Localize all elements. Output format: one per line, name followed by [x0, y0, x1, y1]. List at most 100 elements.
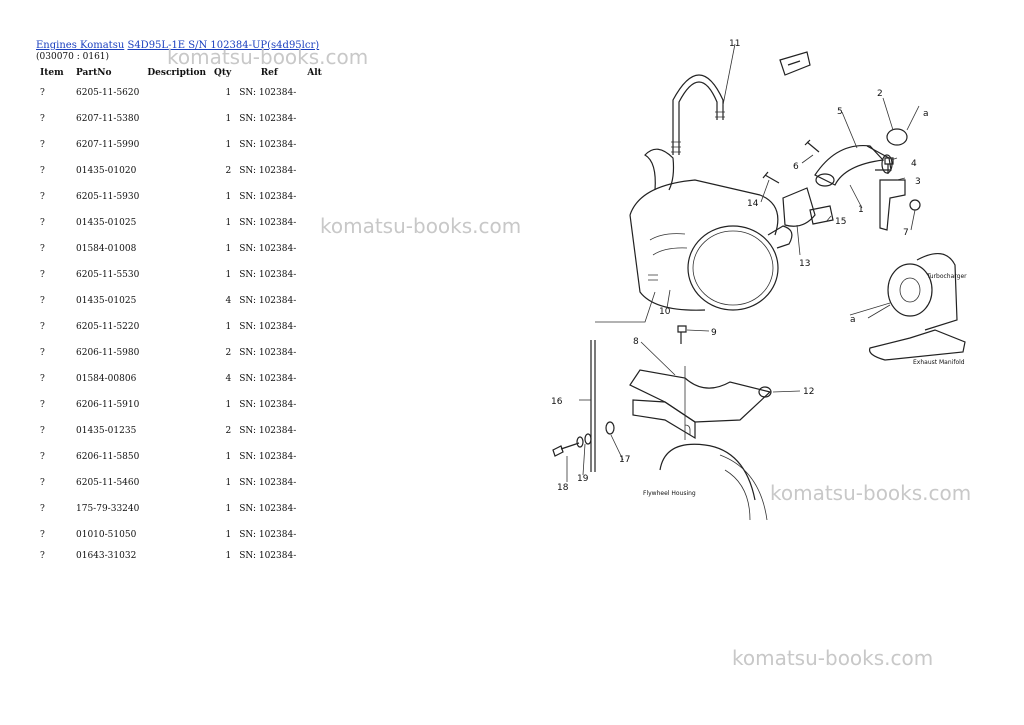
cell-ref: SN: 102384- — [239, 452, 297, 462]
cell-partno: 01584-00806 — [76, 374, 137, 384]
cell-ref: SN: 102384- — [239, 218, 297, 228]
header-ref: Ref — [260, 68, 278, 78]
cell-qty: 1 — [225, 270, 232, 280]
header-partno: PartNo — [76, 68, 112, 78]
cell-partno: 6206-11-5980 — [76, 348, 140, 358]
cell-item: ? — [40, 244, 45, 254]
callout-15: 15 — [835, 217, 846, 227]
cell-ref: SN: 102384- — [239, 270, 297, 280]
header-item: Item — [40, 68, 64, 78]
cell-ref: SN: 102384- — [239, 374, 297, 384]
cell-partno: 6205-11-5530 — [76, 270, 140, 280]
cell-description — [143, 418, 210, 444]
clamp-plate-part — [809, 205, 834, 225]
cell-partno: 6205-11-5620 — [76, 88, 140, 98]
cell-item: ? — [40, 400, 45, 410]
header-alt: Alt — [307, 68, 322, 78]
cell-description — [143, 548, 210, 564]
cell-qty: 4 — [225, 296, 232, 306]
clip-part — [779, 51, 811, 76]
cell-item: ? — [40, 166, 45, 176]
cell-ref: SN: 102384- — [239, 551, 297, 561]
cell-description — [143, 496, 210, 522]
cell-qty: 1 — [225, 192, 232, 202]
cell-qty: 1 — [225, 551, 232, 561]
cell-ref: SN: 102384- — [239, 140, 297, 150]
callout-a-turbo: a — [850, 315, 856, 325]
cell-ref: SN: 102384- — [239, 504, 297, 514]
cell-item: ? — [40, 374, 45, 384]
cell-qty: 1 — [225, 322, 232, 332]
cell-ref: SN: 102384- — [239, 244, 297, 254]
cell-partno: 01643-31032 — [76, 551, 137, 561]
cell-qty: 1 — [225, 452, 232, 462]
breadcrumb-link-model[interactable]: S4D95L-1E S/N 102384-UP(s4d95lcr) — [127, 40, 320, 51]
watermark: komatsu-books.com — [320, 214, 522, 238]
callout-18: 18 — [557, 483, 569, 493]
bolt-part — [677, 325, 687, 344]
flywheel-housing-part — [659, 443, 768, 521]
cell-description — [143, 340, 210, 366]
cell-description — [143, 314, 210, 340]
callout-19: 19 — [577, 474, 589, 484]
cell-ref: SN: 102384- — [239, 426, 297, 436]
cell-ref: SN: 102384- — [239, 166, 297, 176]
cell-partno: 01435-01025 — [76, 296, 137, 306]
callout-5: 5 — [837, 107, 843, 117]
callout-4: 4 — [911, 159, 917, 169]
callout-17: 17 — [619, 455, 630, 465]
cell-alt — [303, 132, 327, 158]
nut-part — [909, 199, 921, 211]
clamp-ring-part — [886, 128, 908, 146]
cell-alt — [303, 444, 327, 470]
cell-item: ? — [40, 551, 45, 561]
cell-ref: SN: 102384- — [239, 348, 297, 358]
parts-diagram: 11 2 a 5 6 4 3 1 14 15 7 13 10 a 9 8 12 … — [551, 39, 967, 521]
callout-a-top: a — [923, 109, 929, 119]
cell-description — [143, 236, 210, 262]
cell-qty: 2 — [225, 348, 232, 358]
callout-8: 8 — [633, 337, 639, 347]
callout-13: 13 — [799, 259, 810, 269]
table-header-row: Item PartNo Description Qty Ref Alt — [36, 66, 327, 80]
cell-alt — [303, 548, 327, 564]
cell-item: ? — [40, 296, 45, 306]
clamp-bracket-part — [782, 187, 816, 227]
cell-partno: 6205-11-5930 — [76, 192, 140, 202]
cell-ref: SN: 102384- — [239, 400, 297, 410]
cell-qty: 1 — [225, 530, 232, 540]
callout-10: 10 — [659, 307, 671, 317]
cell-item: ? — [40, 478, 45, 488]
nut-part — [758, 386, 772, 398]
turbocharger-part — [849, 253, 966, 361]
cell-alt — [303, 392, 327, 418]
callout-9: 9 — [711, 328, 717, 338]
cell-partno: 175-79-33240 — [76, 504, 140, 514]
cell-description — [143, 106, 210, 132]
cell-description — [143, 470, 210, 496]
cell-alt — [303, 418, 327, 444]
leader-lines — [566, 43, 920, 482]
cell-item: ? — [40, 114, 45, 124]
cell-description — [143, 522, 210, 548]
header-description: Description — [147, 68, 206, 78]
washer-part — [584, 433, 592, 445]
washer-part — [605, 421, 615, 435]
breadcrumb: Engines Komatsu S4D95L-1E S/N 102384-UP(… — [36, 40, 319, 51]
cell-item: ? — [40, 530, 45, 540]
callout-11: 11 — [729, 39, 740, 49]
cell-ref: SN: 102384- — [239, 192, 297, 202]
breadcrumb-link-engines[interactable]: Engines Komatsu — [36, 40, 125, 51]
cell-alt — [303, 184, 327, 210]
cell-alt — [303, 262, 327, 288]
callout-7: 7 — [903, 228, 909, 238]
cell-qty: 2 — [225, 166, 232, 176]
